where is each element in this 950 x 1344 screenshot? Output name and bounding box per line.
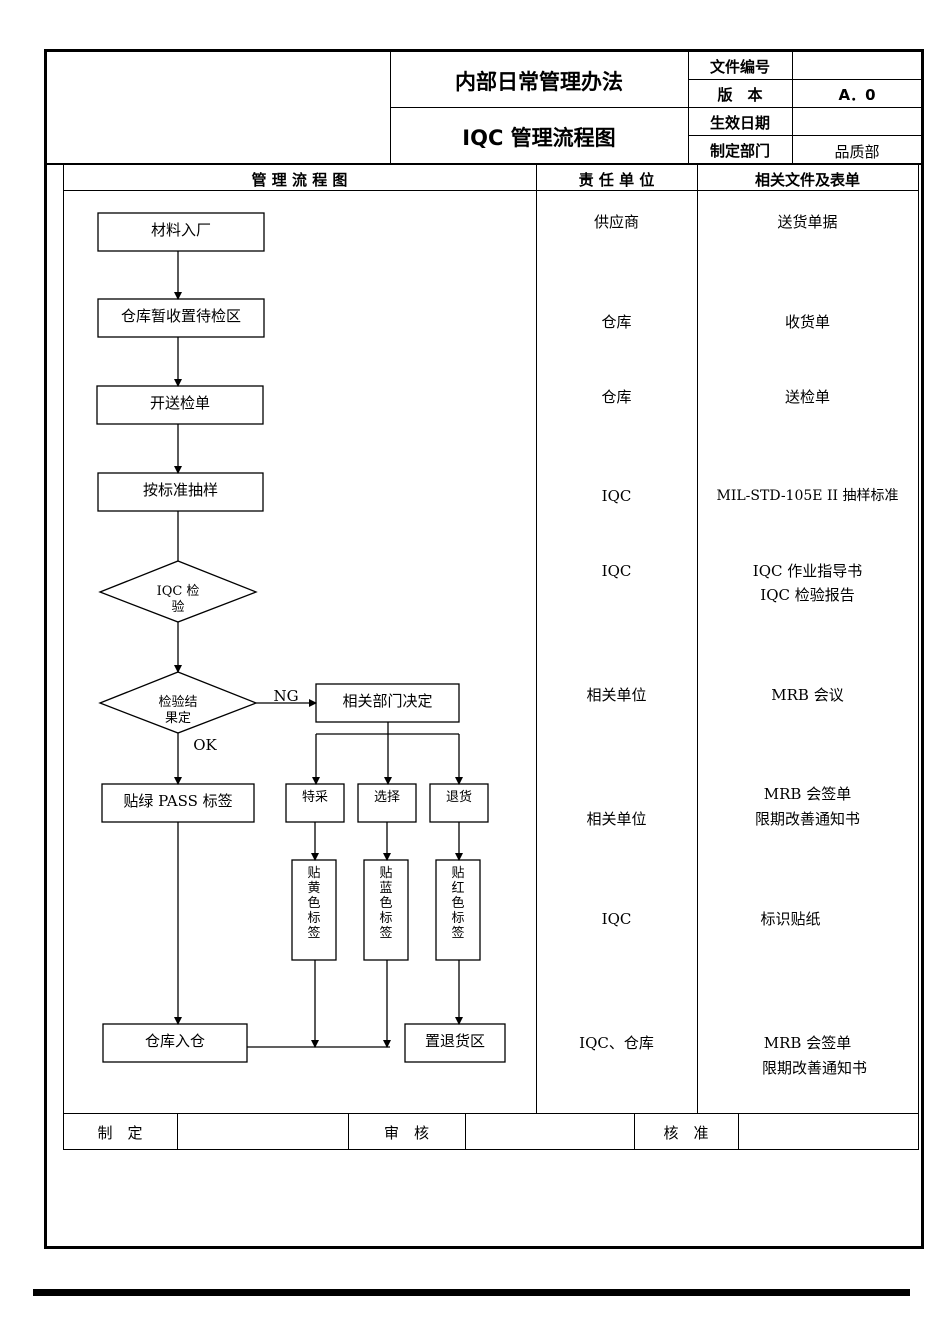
footer-made-label: 制 定 bbox=[97, 1124, 143, 1142]
header-bottom-line bbox=[46, 163, 922, 165]
step-warehouse-in: 仓库入仓 bbox=[144, 1032, 205, 1050]
document-9a: MRB 会签单 bbox=[763, 1034, 852, 1052]
option-special: 特采 bbox=[301, 790, 328, 805]
responsible-9: IQC、仓库 bbox=[579, 1034, 654, 1052]
bottom-rule bbox=[33, 1289, 910, 1296]
ng-label: NG bbox=[273, 687, 299, 705]
document-2: 收货单 bbox=[784, 313, 830, 331]
responsible-6: 相关单位 bbox=[586, 686, 647, 704]
document-7b: 限期改善通知书 bbox=[754, 810, 860, 828]
red-char: 标 bbox=[451, 911, 465, 926]
header-mid-line bbox=[390, 107, 688, 108]
red-char: 色 bbox=[451, 896, 465, 911]
yellow-char: 标 bbox=[307, 911, 321, 926]
footer-divider-2 bbox=[348, 1113, 349, 1149]
option-return: 退货 bbox=[445, 790, 472, 805]
footer-top-line bbox=[63, 1113, 919, 1114]
box-material-in bbox=[97, 212, 265, 252]
document-5a: IQC 作业指导书 bbox=[752, 562, 863, 580]
document-5b: IQC 检验报告 bbox=[760, 586, 855, 604]
red-char: 签 bbox=[451, 926, 465, 941]
document-1: 送货单据 bbox=[777, 213, 838, 231]
table-right-border bbox=[918, 164, 919, 1150]
document-6: MRB 会议 bbox=[771, 686, 844, 704]
blue-char: 蓝 bbox=[379, 881, 393, 896]
decision-iqc-line1: IQC 检 bbox=[156, 584, 200, 599]
step-inspection-order: 开送检单 bbox=[149, 394, 210, 412]
responsible-8: IQC bbox=[601, 910, 632, 928]
decision-result-line1: 检验结 bbox=[158, 695, 198, 710]
footer-divider-3 bbox=[465, 1113, 466, 1149]
version-label: 版 本 bbox=[717, 86, 763, 104]
option-select: 选择 bbox=[373, 790, 400, 805]
table-header-line bbox=[63, 190, 919, 191]
responsible-4: IQC bbox=[601, 487, 632, 505]
decision-iqc-line2: 验 bbox=[171, 600, 185, 615]
footer-divider-4 bbox=[634, 1113, 635, 1149]
yellow-char: 贴 bbox=[307, 866, 321, 881]
file-no-label: 文件编号 bbox=[709, 58, 770, 76]
blue-char: 签 bbox=[379, 926, 393, 941]
blue-label-text: 贴 蓝 色 标 签 bbox=[378, 866, 394, 941]
step-pass-label: 贴绿 PASS 标签 bbox=[123, 792, 233, 810]
decision-result-line2: 果定 bbox=[164, 711, 191, 726]
step-return-area: 置退货区 bbox=[424, 1032, 485, 1050]
footer-approve-label: 核 准 bbox=[663, 1124, 709, 1142]
header-row-line-1 bbox=[688, 79, 922, 80]
header-row-line-3 bbox=[688, 135, 922, 136]
yellow-char: 色 bbox=[307, 896, 321, 911]
yellow-char: 黄 bbox=[307, 881, 321, 896]
yellow-char: 签 bbox=[307, 926, 321, 941]
red-label-text: 贴 红 色 标 签 bbox=[450, 866, 466, 941]
col-divider-1 bbox=[536, 164, 537, 1113]
responsible-1: 供应商 bbox=[593, 213, 639, 231]
blue-char: 色 bbox=[379, 896, 393, 911]
page-frame bbox=[44, 49, 924, 1249]
ok-label: OK bbox=[193, 736, 217, 754]
responsible-3: 仓库 bbox=[601, 388, 632, 406]
step-mrb-decide: 相关部门决定 bbox=[342, 692, 433, 710]
yellow-label-text: 贴 黄 色 标 签 bbox=[306, 866, 322, 941]
footer-divider-5 bbox=[738, 1113, 739, 1149]
responsible-2: 仓库 bbox=[601, 313, 632, 331]
footer-bottom-line bbox=[63, 1149, 919, 1150]
col-header-responsible: 责 任 单 位 bbox=[578, 171, 655, 189]
step-temp-storage: 仓库暂收置待检区 bbox=[120, 307, 241, 325]
responsible-5: IQC bbox=[601, 562, 632, 580]
col-header-documents: 相关文件及表单 bbox=[754, 171, 860, 189]
step-material-in: 材料入厂 bbox=[150, 221, 211, 239]
col-divider-2 bbox=[697, 164, 698, 1113]
red-char: 贴 bbox=[451, 866, 465, 881]
sub-title: IQC 管理流程图 bbox=[462, 126, 616, 150]
blue-char: 标 bbox=[379, 911, 393, 926]
dept-value: 品质部 bbox=[834, 143, 880, 161]
red-char: 红 bbox=[451, 881, 465, 896]
document-3: 送检单 bbox=[784, 388, 830, 406]
document-9b: 限期改善通知书 bbox=[761, 1059, 867, 1077]
dept-label: 制定部门 bbox=[709, 142, 770, 160]
col-header-flow: 管 理 流 程 图 bbox=[251, 171, 348, 189]
footer-review-label: 审 核 bbox=[383, 1124, 429, 1142]
document-7a: MRB 会签单 bbox=[763, 785, 852, 803]
step-sampling: 按标准抽样 bbox=[142, 481, 218, 499]
effective-date-label: 生效日期 bbox=[709, 114, 770, 132]
header-row-line-2 bbox=[688, 107, 922, 108]
footer-divider-1 bbox=[177, 1113, 178, 1149]
version-value: A．0 bbox=[838, 86, 876, 104]
responsible-7: 相关单位 bbox=[586, 810, 647, 828]
table-left-border bbox=[63, 164, 64, 1150]
blue-char: 贴 bbox=[379, 866, 393, 881]
main-title: 内部日常管理办法 bbox=[455, 70, 623, 94]
document-8: 标识贴纸 bbox=[760, 910, 821, 928]
document-4: MIL-STD-105E II 抽样标准 bbox=[716, 488, 899, 504]
